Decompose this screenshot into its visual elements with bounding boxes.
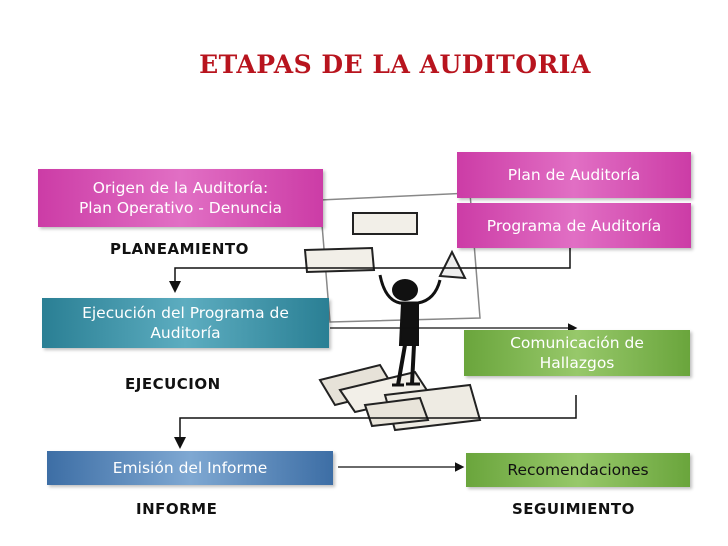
programa-box: Programa de Auditoría — [457, 203, 691, 248]
page-title: ETAPAS DE LA AUDITORIA — [199, 50, 591, 79]
emision-box: Emisión del Informe — [47, 451, 333, 485]
stage-planeamiento: PLANEAMIENTO — [110, 240, 249, 258]
stage-informe: INFORME — [136, 500, 218, 518]
plan-box: Plan de Auditoría — [457, 152, 691, 198]
recomendaciones-box: Recomendaciones — [466, 453, 690, 487]
ejecucion-box: Ejecución del Programa de Auditoría — [42, 298, 329, 348]
comunicacion-box: Comunicación de Hallazgos — [464, 330, 690, 376]
stage-ejecucion: EJECUCION — [125, 375, 221, 393]
stage-seguimiento: SEGUIMIENTO — [512, 500, 635, 518]
origen-box: Origen de la Auditoría: Plan Operativo -… — [38, 169, 323, 227]
